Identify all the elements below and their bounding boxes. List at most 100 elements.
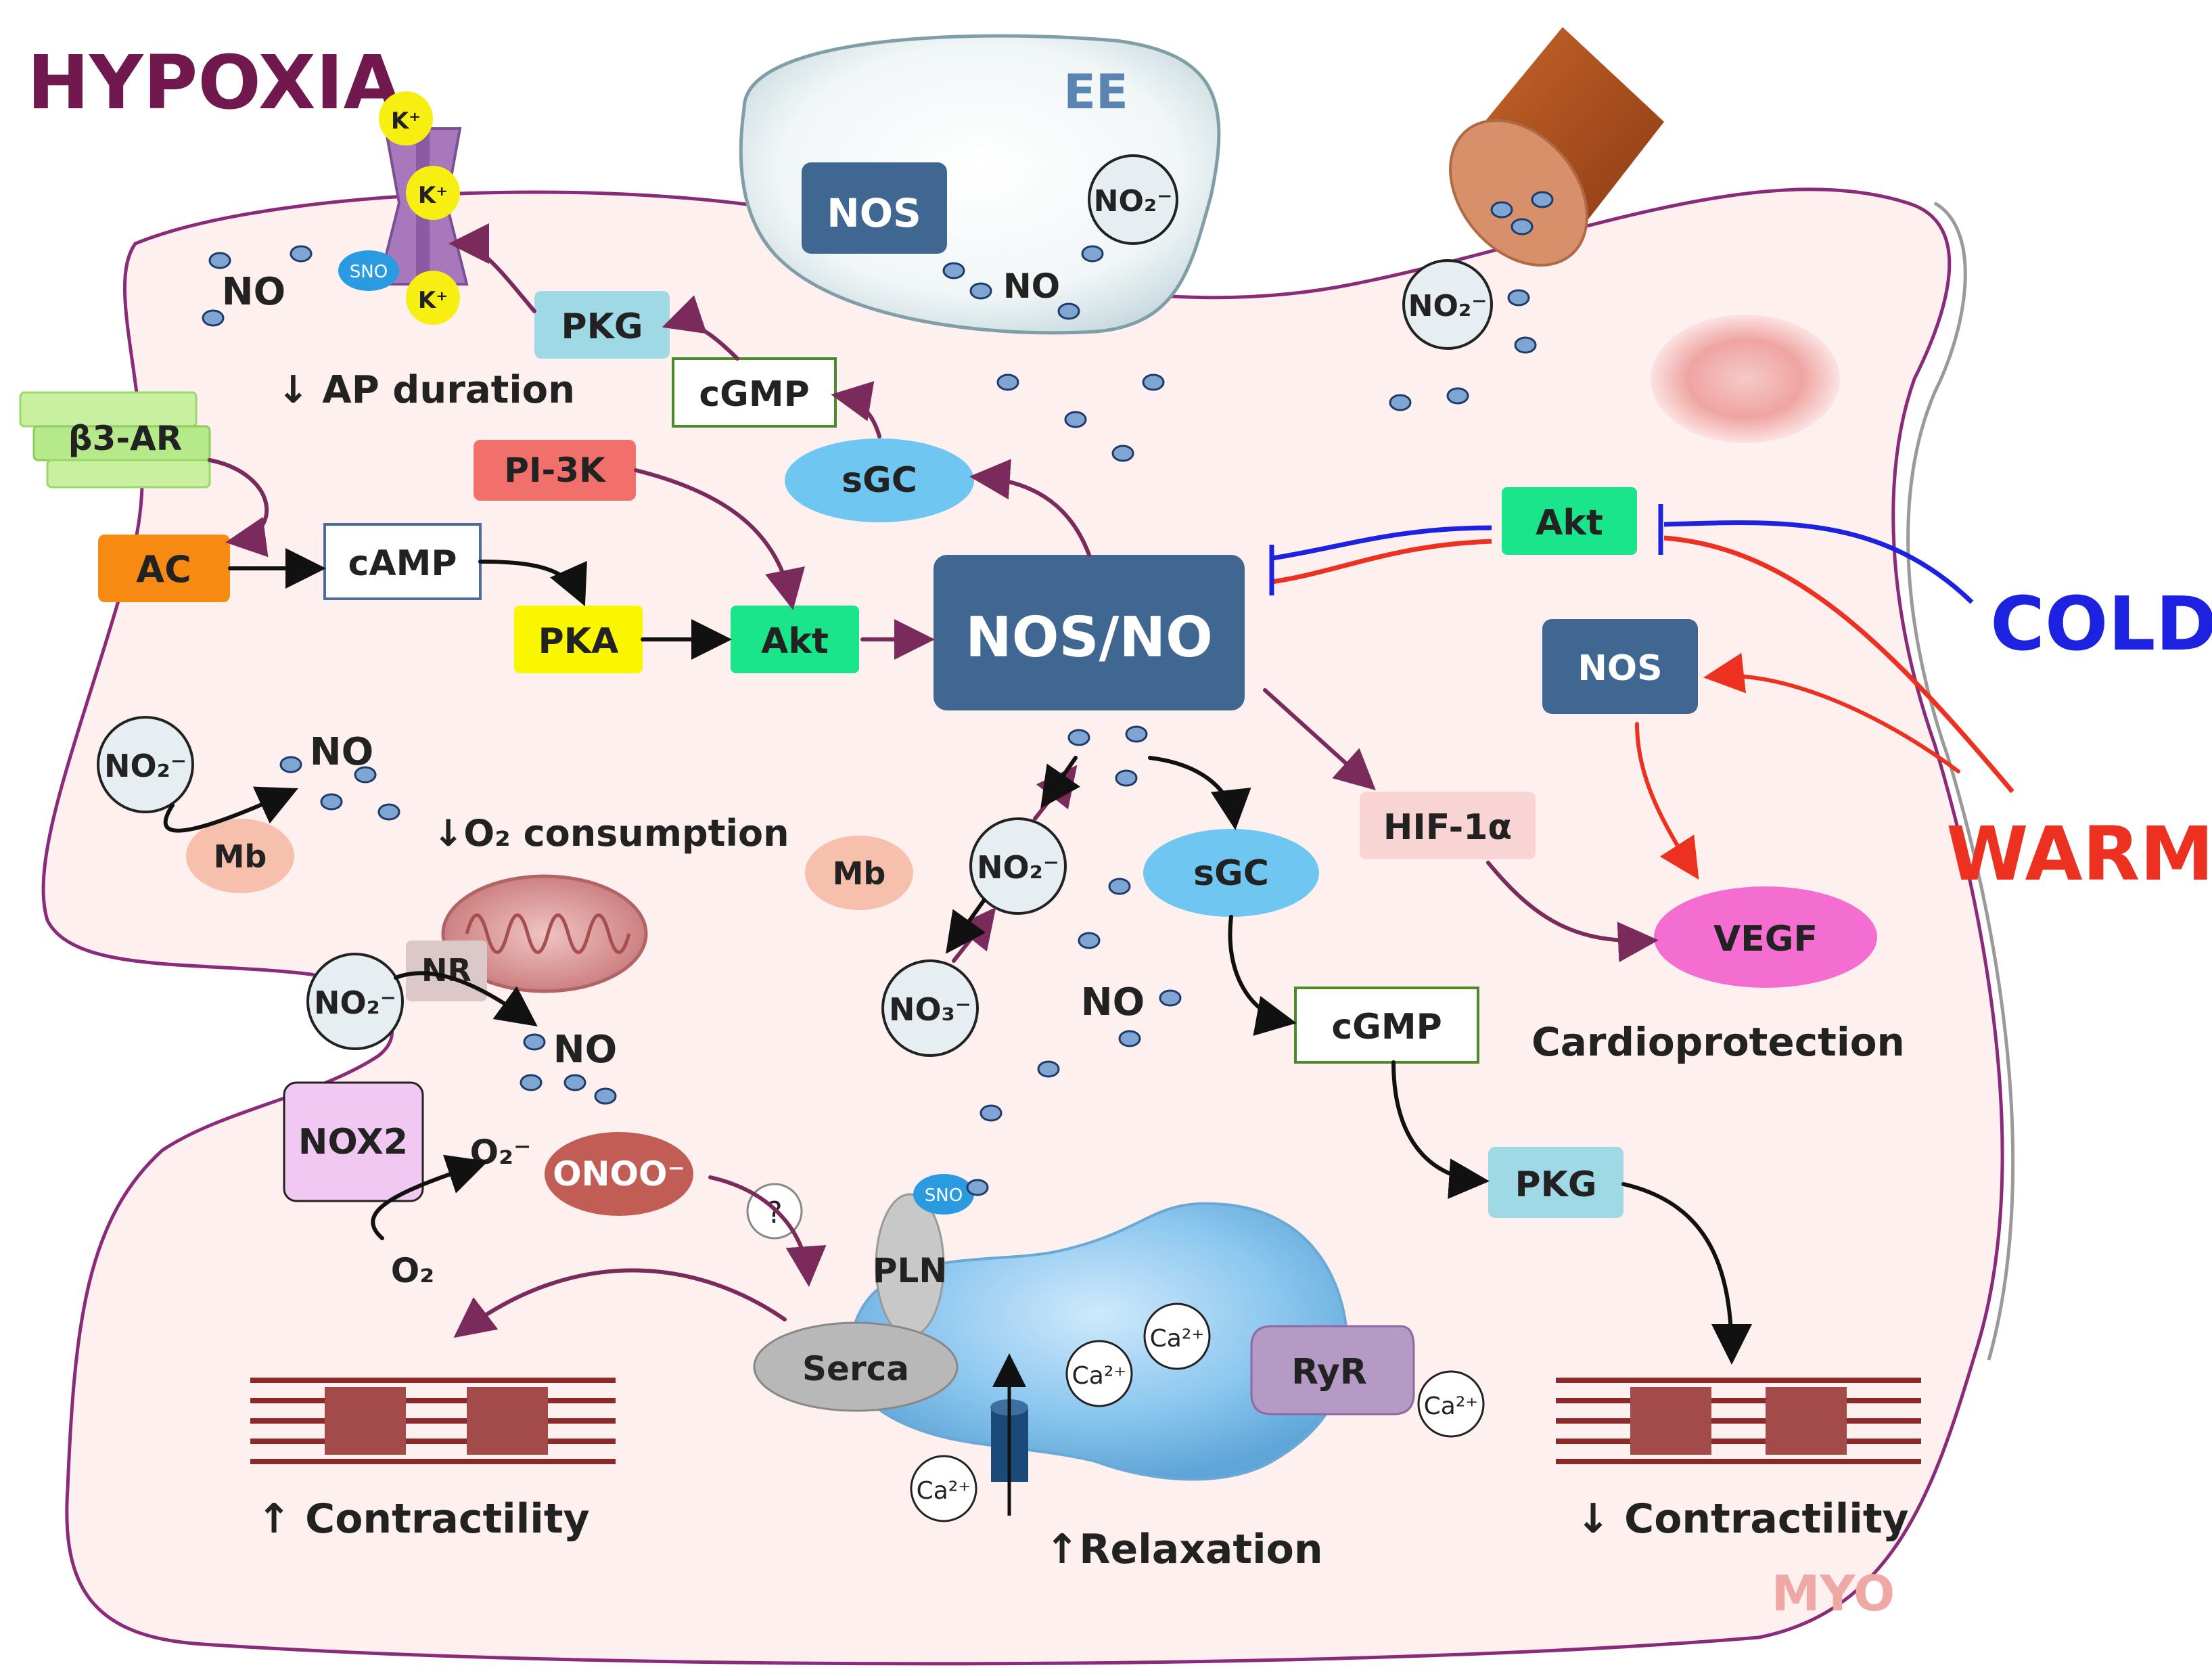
nox2-label: NOX2 [298,1122,408,1162]
pkg-box [534,291,670,359]
nitrite-node [1088,154,1178,245]
calcium-label: Ca²⁺ [1150,1325,1205,1353]
oxygen-label: O₂ [391,1251,434,1290]
relaxation-up-effect: ↑Relaxation [1045,1526,1323,1573]
calcium-label: Ca²⁺ [1424,1392,1479,1420]
calcium-ion [1065,1340,1133,1407]
myoglobin-label: Mb [833,855,886,892]
potassium-label: K⁺ [391,108,421,135]
nitrate-node [881,959,979,1057]
potassium-ion [406,166,460,220]
calcium-ion [910,1455,977,1522]
calcium-label: Ca²⁺ [1072,1362,1127,1390]
ac-box [98,535,230,602]
ac-label: AC [136,548,191,591]
pi3k-box [474,440,636,501]
pkg-label: PKG [561,307,643,347]
contractility-up-effect: ↑ Contractility [257,1495,590,1543]
sno-label: SNO [925,1185,963,1206]
myocyte-membrane-inner [1906,201,2015,1361]
vegf-label: VEGF [1713,919,1818,959]
ryr-label: RyR [1291,1352,1367,1392]
nitrite-label: NO₂⁻ [1408,289,1488,323]
potassium-label: K⁺ [418,287,448,314]
pka-box [514,606,643,673]
serca-oval [753,1321,959,1412]
no-label: NO [1003,267,1060,306]
inhibition-lines [1269,504,2014,794]
calcium-label: Ca²⁺ [917,1477,971,1505]
sarcomere-left [250,1378,616,1464]
akt-label: Akt [1536,503,1603,543]
nitrite-label: NO₂⁻ [104,748,187,784]
sno-tag [338,250,399,291]
cgmp-box [1294,987,1479,1064]
cgmp-box [672,357,837,428]
sno-label: SNO [350,262,388,282]
serca-label: Serca [802,1349,909,1388]
sarcomere-right [1556,1378,1921,1464]
camp-box [323,523,482,600]
calcium-ion [1143,1303,1211,1370]
red-blood-cell [1651,315,1840,443]
hif-label: HIF-1α [1383,807,1512,848]
hypoxia-title: HYPOXIA [27,39,401,126]
no-label: NO [222,270,285,314]
sarcomere-band [1630,1387,1711,1455]
pka-label: PKA [538,621,619,662]
myoglobin-oval [186,819,294,893]
beta3-label: β3-AR [68,419,183,458]
myoglobin-label: Mb [214,838,267,875]
warm-title: WARM [1946,811,2212,897]
akt-label: Akt [761,621,829,662]
cardioprotection-effect: Cardioprotection [1531,1019,1905,1065]
no-label: NO [1081,980,1145,1024]
sgc-label: sGC [842,460,917,501]
contractility-down-effect: ↓ Contractility [1576,1495,1909,1543]
potassium-label: K⁺ [418,182,448,209]
camp-label: cAMP [348,543,457,584]
ryanodine-receptor [1250,1325,1415,1415]
nitrate-label: NO₃⁻ [889,991,971,1028]
nos-ee-box [802,162,947,254]
hif-box [1360,792,1536,859]
potassium-ion [406,271,460,325]
no-label: NO [553,1028,617,1072]
nr-box [406,941,487,1001]
blood-vessel [1449,27,1664,267]
cgmp-label: cGMP [1331,1007,1442,1047]
potassium-ion [379,91,433,145]
cold-title: COLD [1990,581,2212,667]
sarcomere-band [325,1387,406,1455]
peroxynitrite-label: ONOO⁻ [553,1154,685,1194]
pkg-box [1488,1147,1623,1218]
myoglobin-oval [805,836,913,910]
peroxynitrite-oval [545,1132,693,1216]
akt-box [731,606,859,673]
nitrite-label: NO₂⁻ [977,849,1059,886]
nos-ee-label: NOS [827,190,921,236]
sgc-oval [1143,829,1319,917]
ap-duration-effect: ↓ AP duration [277,368,575,412]
nos-no-label: NOS/NO [965,606,1213,670]
cgmp-label: cGMP [699,374,809,415]
endothelium-label: EE [1063,64,1128,120]
nitrite-label: NO₂⁻ [314,984,396,1021]
nitrite-node [97,716,194,813]
no-molecules [202,191,1554,1196]
nitrite-label: NO₂⁻ [1094,184,1173,219]
beta3-receptor [19,391,211,489]
sgc-oval [785,438,974,522]
sarcomere-band [1766,1387,1847,1455]
pkg-label: PKG [1515,1164,1596,1205]
pathway-arrows [163,223,1960,1365]
nox2-box [283,1081,424,1202]
akt-box [1502,487,1637,555]
vegf-oval [1654,886,1877,988]
o2-consumption-effect: ↓O₂ consumption [433,812,789,855]
nos-no-box [934,555,1245,710]
nitrite-node [969,817,1067,915]
mitochondrion [441,874,648,993]
nitrite-node [1402,259,1493,350]
